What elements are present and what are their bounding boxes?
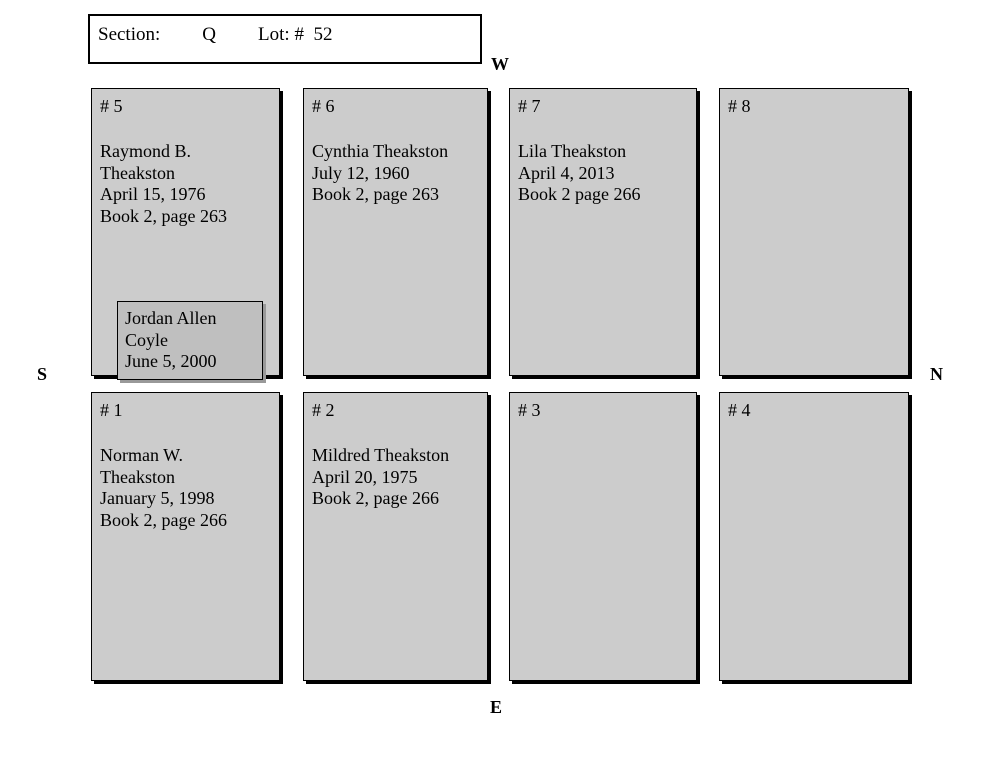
plot-number: # 7: [518, 96, 541, 116]
detail-line: Book 2 page 266: [518, 184, 641, 204]
compass-label-south: S: [37, 364, 48, 384]
plot-cell-3[interactable]: # 3: [509, 392, 697, 681]
detail-line: Coyle: [125, 329, 168, 350]
detail-line: April 4, 2013: [518, 162, 615, 183]
detail-line: Norman W.: [100, 445, 183, 465]
compass-label-north: N: [930, 364, 943, 384]
plot-number: # 6: [312, 96, 335, 116]
compass-label-east: E: [490, 697, 503, 717]
plot-number: # 2: [312, 400, 335, 420]
plot-number: # 5: [100, 96, 123, 116]
plot-cell-8[interactable]: # 8: [719, 88, 909, 376]
plot-cell-4[interactable]: # 4: [719, 392, 909, 681]
lot-value: # 52: [294, 24, 333, 45]
header-text: Section: Q Lot: # 52: [98, 23, 332, 47]
detail-line: Theakston: [100, 162, 175, 183]
plot-number: # 8: [728, 96, 751, 116]
detail-line: Mildred Theakston: [312, 445, 450, 465]
detail-line: July 12, 1960: [312, 162, 410, 183]
detail-line: Jordan Allen: [125, 308, 217, 328]
detail-line: Lila Theakston: [518, 141, 627, 161]
section-value: Q: [202, 24, 217, 45]
detail-line: Book 2, page 266: [100, 509, 227, 530]
detail-line: Book 2, page 263: [312, 184, 439, 204]
detail-line: Raymond B.: [100, 141, 192, 161]
detail-line: Theakston: [100, 466, 175, 487]
detail-line: Book 2, page 263: [100, 205, 227, 226]
compass-label-west: W: [491, 54, 509, 74]
header-spacer-1: [160, 23, 202, 47]
detail-line: June 5, 2000: [125, 351, 217, 371]
section-label: Section:: [98, 24, 161, 45]
detail-line: April 15, 1976: [100, 184, 206, 204]
header-spacer-2: [216, 23, 258, 47]
plot-number: # 3: [518, 400, 541, 420]
plot-number: # 1: [100, 400, 123, 420]
section-lot-header: Section: Q Lot: # 52: [88, 14, 482, 64]
detail-line: January 5, 1998: [100, 488, 215, 508]
lot-label: Lot:: [258, 24, 290, 45]
detail-line: April 20, 1975: [312, 466, 418, 487]
detail-line: Book 2, page 266: [312, 488, 439, 508]
plot-number: # 4: [728, 400, 751, 420]
detail-line: Cynthia Theakston: [312, 141, 449, 161]
